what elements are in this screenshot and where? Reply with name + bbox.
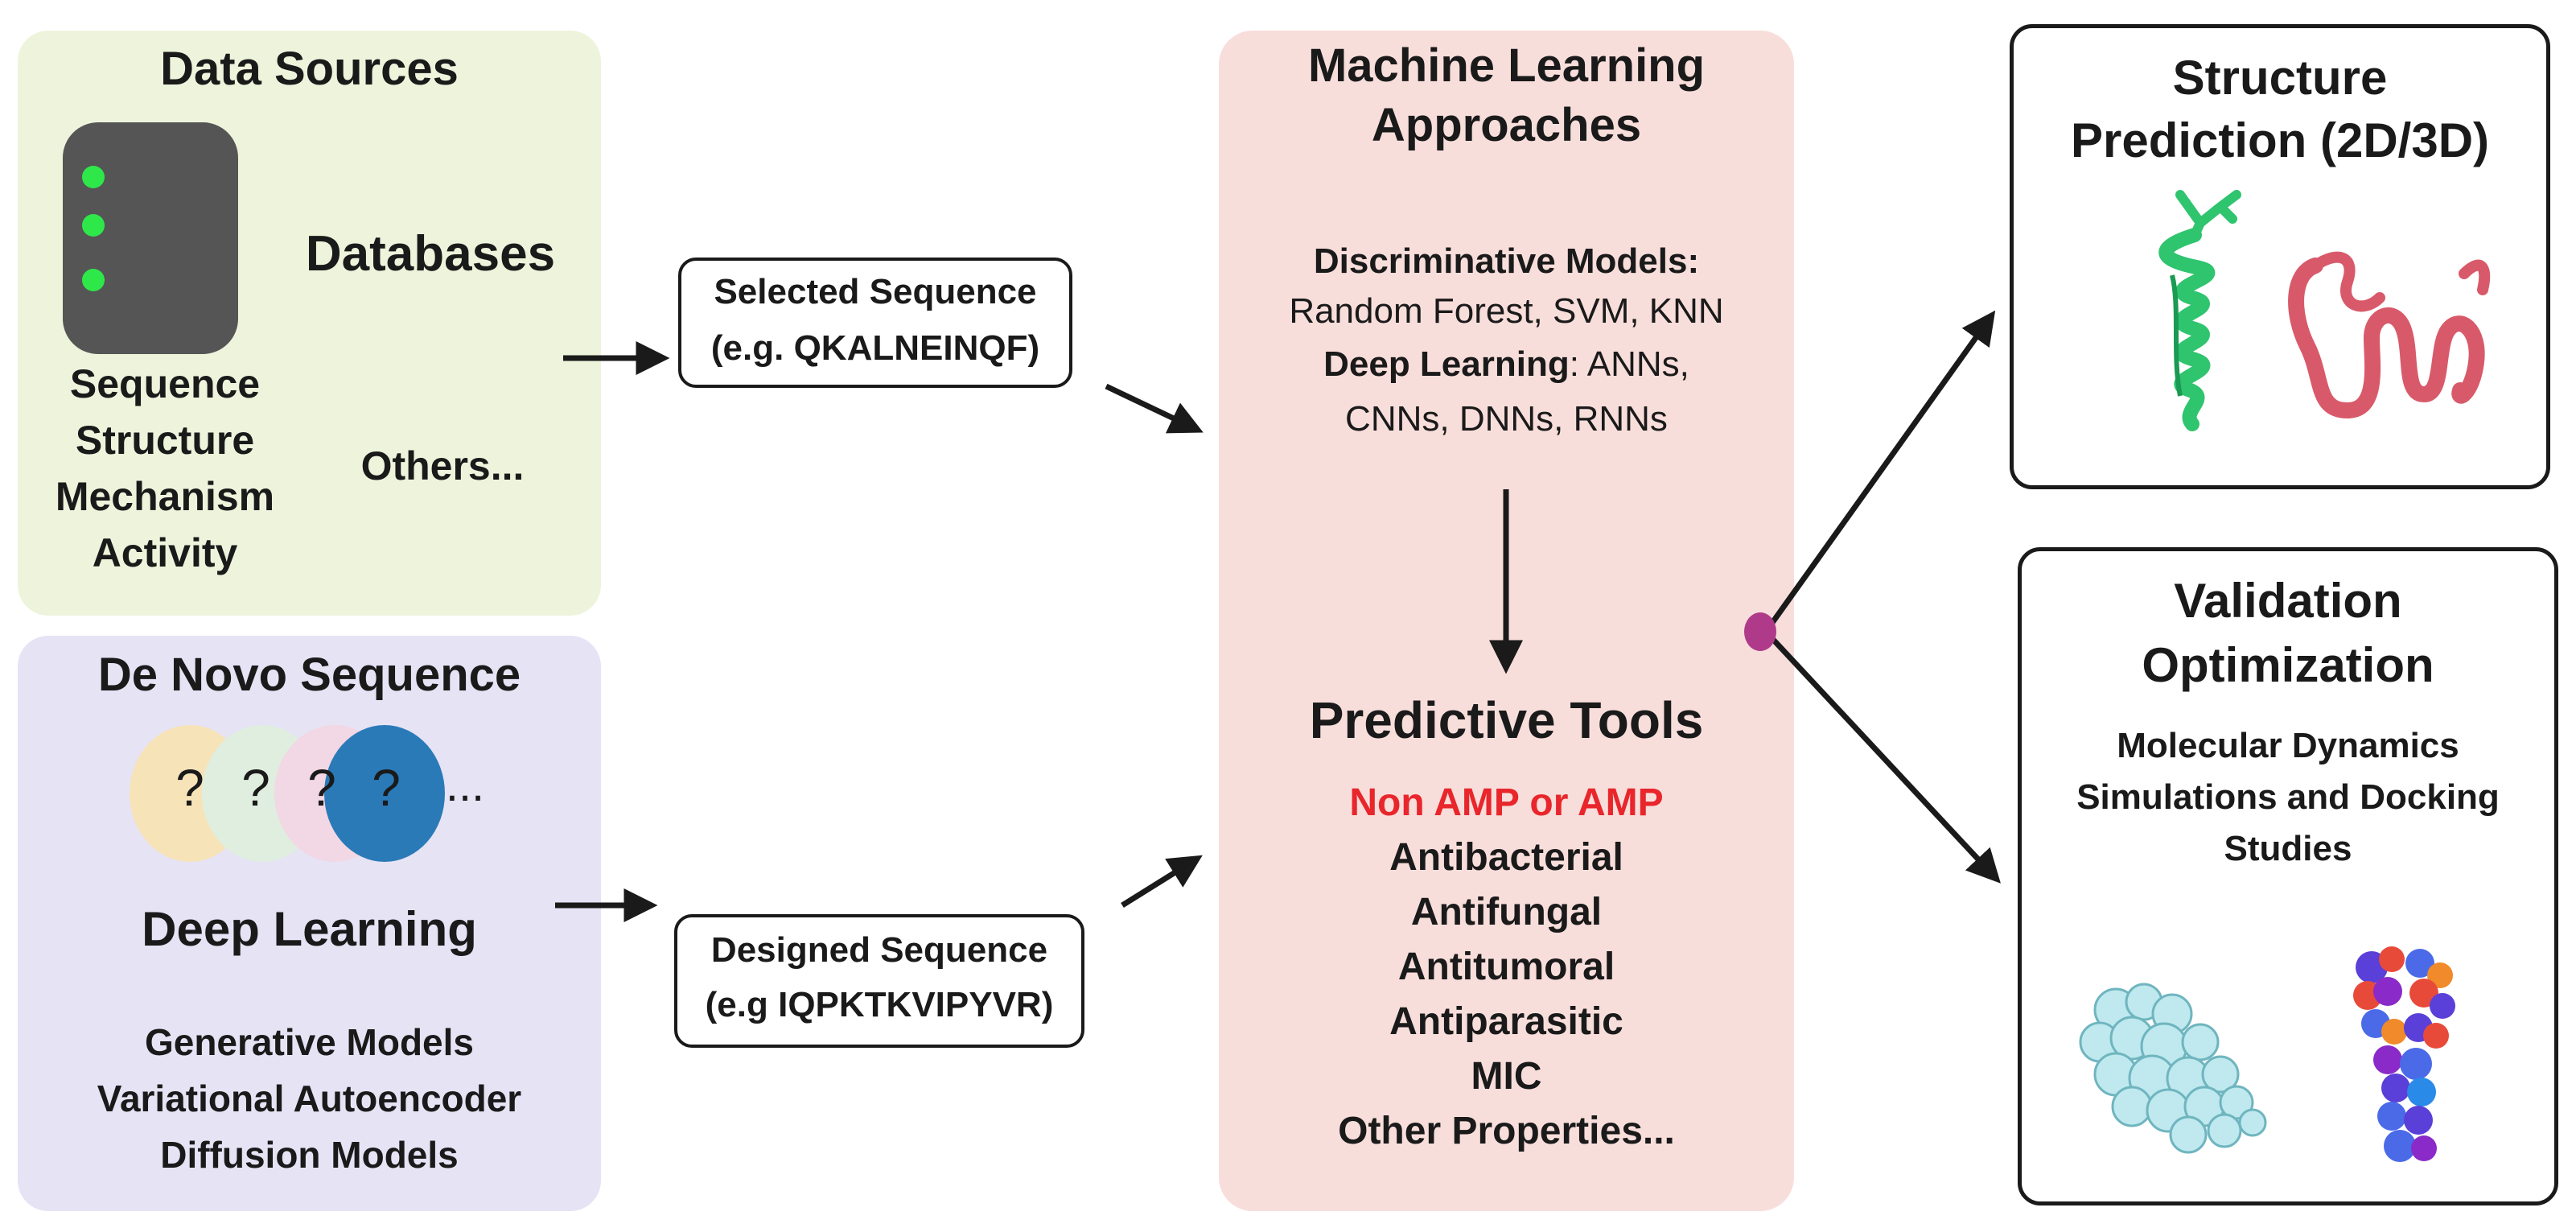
generative-models: Generative Models (144, 1021, 475, 1063)
designed-sequence-label: Designed Sequence (710, 930, 1048, 970)
data-source-sequence: Sequence (69, 361, 261, 406)
structure-panel (2010, 24, 2550, 489)
data-sources-title: Data Sources (160, 43, 459, 95)
ml-title-line1: Machine Learning (1307, 39, 1706, 92)
validation-desc-line1: Molecular Dynamics (2117, 726, 2459, 765)
predictive-antibacterial: Antibacterial (1389, 836, 1623, 879)
sequence-ellipsis: ... (445, 759, 485, 811)
arrow-to-structure (1763, 310, 1996, 634)
ribbon-structure-icon (2288, 251, 2491, 418)
data-source-activity: Activity (92, 530, 238, 575)
data-source-structure: Structure (75, 418, 255, 463)
question-mark-2: ? (241, 759, 270, 817)
variational-autoencoder: Variational Autoencoder (97, 1078, 522, 1119)
question-mark-3: ? (307, 759, 336, 817)
predictive-tools-title: Predictive Tools (1309, 691, 1704, 749)
diffusion-models: Diffusion Models (160, 1134, 459, 1176)
designed-sequence-example: (e.g IQPKTKVIPYVR) (705, 985, 1054, 1024)
ml-deep-learning-items-2: CNNs, DNNs, RNNs (1345, 399, 1668, 439)
arrow-selected-to-ml (1105, 383, 1204, 434)
non-amp-or-amp: Non AMP or AMP (1349, 781, 1664, 824)
others-label: Others... (360, 443, 525, 488)
structure-title-line2: Prediction (2D/3D) (2070, 113, 2490, 167)
designed-sequence-box (674, 914, 1084, 1048)
question-mark-4: ? (372, 759, 401, 817)
predictive-antitumoral: Antitumoral (1397, 946, 1615, 988)
deep-learning-label: Deep Learning (142, 902, 477, 956)
ml-title-line2: Approaches (1371, 99, 1642, 151)
helix-structure-icon (2158, 190, 2241, 431)
molecule-surface-icon (2079, 983, 2267, 1154)
arrow-to-validation (1763, 629, 2001, 884)
database-icon (63, 122, 238, 354)
structure-title-line1: Structure (2172, 51, 2388, 105)
data-source-mechanism: Mechanism (55, 474, 275, 519)
de-novo-title: De Novo Sequence (97, 649, 521, 701)
predictive-mic: MIC (1471, 1055, 1542, 1098)
validation-title-line1: Validation (2174, 574, 2402, 628)
validation-title-line2: Optimization (2142, 638, 2434, 692)
predictive-antifungal: Antifungal (1410, 891, 1603, 933)
arrow-designed-to-ml (1121, 855, 1203, 908)
predictive-other-properties: Other Properties... (1338, 1110, 1675, 1152)
validation-panel (2018, 547, 2558, 1205)
discriminative-models-label: Discriminative Models: (1313, 241, 1700, 281)
sequence-bubbles-icon (130, 725, 445, 862)
protein-docking-icon (2353, 946, 2455, 1162)
selected-sequence-box (678, 258, 1072, 388)
validation-desc-line3: Studies (2224, 829, 2352, 868)
branch-dot (1744, 612, 1776, 651)
databases-label: Databases (305, 226, 556, 282)
deep-learning-line: Deep Learning: ANNs, (1219, 344, 1794, 385)
selected-sequence-example: (e.g. QKALNEINQF) (710, 328, 1040, 368)
ml-deep-learning-label: Deep Learning (1323, 344, 1570, 384)
ml-deep-learning-items-1: : ANNs, (1569, 344, 1689, 384)
discriminative-models-list: Random Forest, SVM, KNN (1289, 291, 1724, 331)
selected-sequence-label: Selected Sequence (714, 272, 1037, 311)
predictive-antiparasitic: Antiparasitic (1389, 1000, 1623, 1043)
question-mark-1: ? (175, 759, 204, 817)
validation-desc-line2: Simulations and Docking (2076, 777, 2500, 817)
